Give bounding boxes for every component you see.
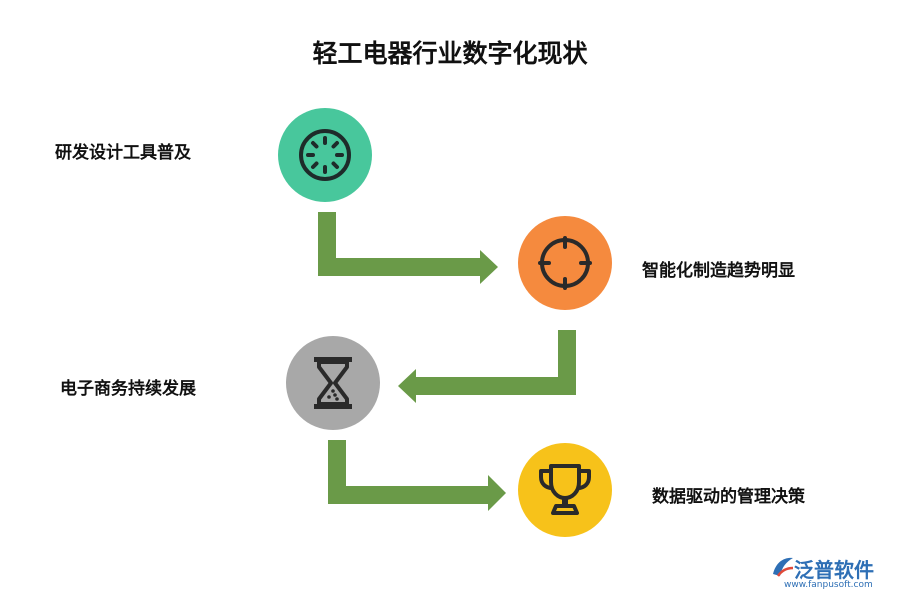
step-label-1: 研发设计工具普及 — [55, 143, 191, 163]
brand-logo-name: 泛普软件 — [794, 558, 874, 582]
step-circle-1 — [278, 108, 372, 202]
brand-logo-icon — [773, 557, 794, 577]
brand-logo-url: www.fanpusoft.com — [784, 580, 873, 590]
step-label-2: 智能化制造趋势明显 — [642, 261, 795, 281]
hourglass-icon — [314, 357, 352, 409]
step-circle-4 — [518, 443, 612, 537]
trophy-icon — [539, 464, 591, 515]
flow-arrow-3 — [328, 440, 506, 511]
flow-arrow-1 — [318, 212, 498, 284]
flow-arrow-2 — [398, 330, 576, 403]
step-label-3: 电子商务持续发展 — [60, 379, 196, 399]
step-circle-3 — [286, 336, 380, 430]
step-circle-2 — [518, 216, 612, 310]
brand-logo: 泛普软件 www.fanpusoft.com — [770, 552, 900, 600]
step-label-4: 数据驱动的管理决策 — [652, 487, 805, 507]
crosshair-target-icon — [538, 236, 592, 290]
page-title: 轻工电器行业数字化现状 — [312, 39, 588, 68]
timer-dial-icon — [299, 129, 351, 181]
